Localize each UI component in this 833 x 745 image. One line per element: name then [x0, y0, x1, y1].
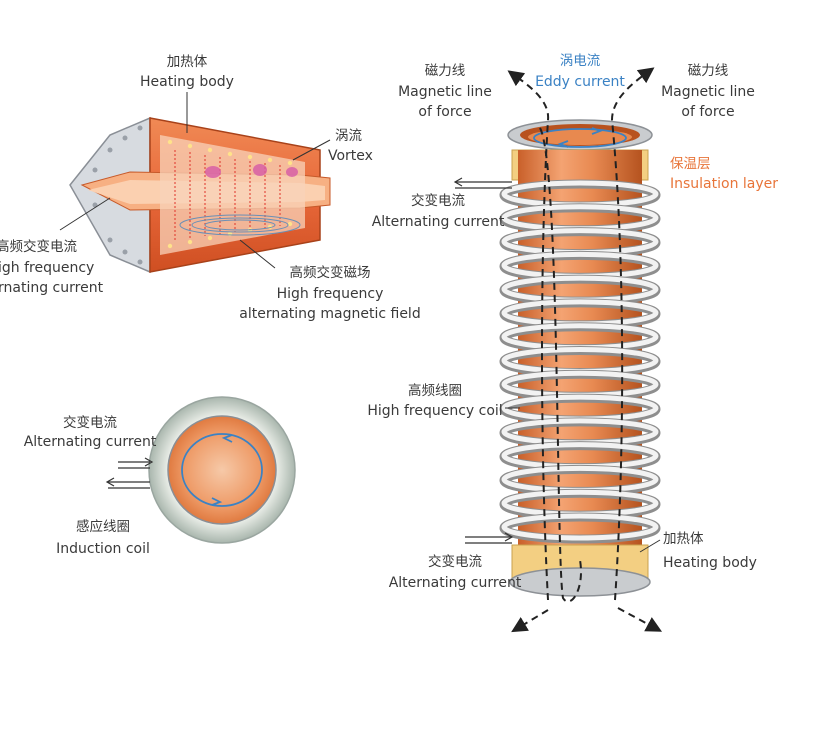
- heating-body-col-zh: 加热体: [663, 531, 704, 547]
- ring-coil-zh: 感应线圈: [76, 518, 130, 535]
- hf-field-en-2: alternating magnetic field: [239, 306, 420, 322]
- column-leaders: [505, 407, 661, 553]
- ac-top-en: Alternating current: [372, 214, 505, 230]
- hf-coil-zh: 高频线圈: [408, 382, 462, 399]
- insulation-zh: 保温层: [670, 156, 711, 172]
- heating-body-zh: 加热体: [167, 54, 208, 70]
- eddy-current-zh: 涡电流: [560, 53, 601, 69]
- ring-ac-en: Alternating current: [24, 434, 157, 450]
- nozzle-leaders: [59, 92, 331, 269]
- ac-bottom-zh: 交变电流: [428, 553, 482, 570]
- hf-field-zh: 高频交变磁场: [290, 264, 371, 281]
- hf-current-en-1: igh frequency: [0, 260, 94, 276]
- column-current-arrows: [453, 177, 514, 544]
- nozzle-heater: [59, 92, 331, 274]
- ring-current-arrows: [105, 457, 154, 489]
- vortex-en: Vortex: [328, 148, 373, 164]
- mag-right-en-1: Magnetic line: [661, 84, 755, 100]
- mag-left-en-2: of force: [418, 104, 471, 120]
- copper-body: [518, 150, 642, 580]
- hf-coil-turns: [499, 179, 661, 544]
- insulation-en: Insulation layer: [670, 176, 778, 192]
- coil-turn: [501, 513, 659, 541]
- ring-eddy-loop: [181, 433, 263, 507]
- cap-rivets: [92, 125, 143, 265]
- ring-coil-en: Induction coil: [56, 541, 150, 557]
- mag-right-en-2: of force: [681, 104, 734, 120]
- hf-current-zh: 高频交变电流: [0, 238, 77, 255]
- heater-dots: [167, 139, 293, 249]
- ac-bottom-en: Alternating current: [389, 575, 522, 591]
- eddy-current-en: Eddy current: [535, 74, 625, 90]
- hf-current-en-2: rnating current: [0, 280, 104, 296]
- eddy-current-loop: [533, 128, 627, 148]
- vortex-zh: 涡流: [335, 128, 362, 144]
- mag-left-zh: 磁力线: [425, 63, 466, 79]
- mag-right-zh: 磁力线: [688, 63, 729, 79]
- magnetic-field-dashed: [507, 67, 663, 633]
- heating-body-col-en: Heating body: [663, 555, 757, 571]
- ring-ac-zh: 交变电流: [63, 414, 117, 431]
- heating-column: [453, 67, 663, 633]
- ac-top-zh: 交变电流: [411, 192, 465, 209]
- hf-coil-en: High frequency coil: [367, 403, 502, 419]
- heating-body-en: Heating body: [140, 74, 234, 90]
- mag-left-en-1: Magnetic line: [398, 84, 492, 100]
- induction-ring: [105, 396, 296, 544]
- vortex-spots: [205, 164, 298, 178]
- magnetic-field-lines: [179, 214, 301, 236]
- hf-field-en-1: High frequency: [277, 286, 384, 302]
